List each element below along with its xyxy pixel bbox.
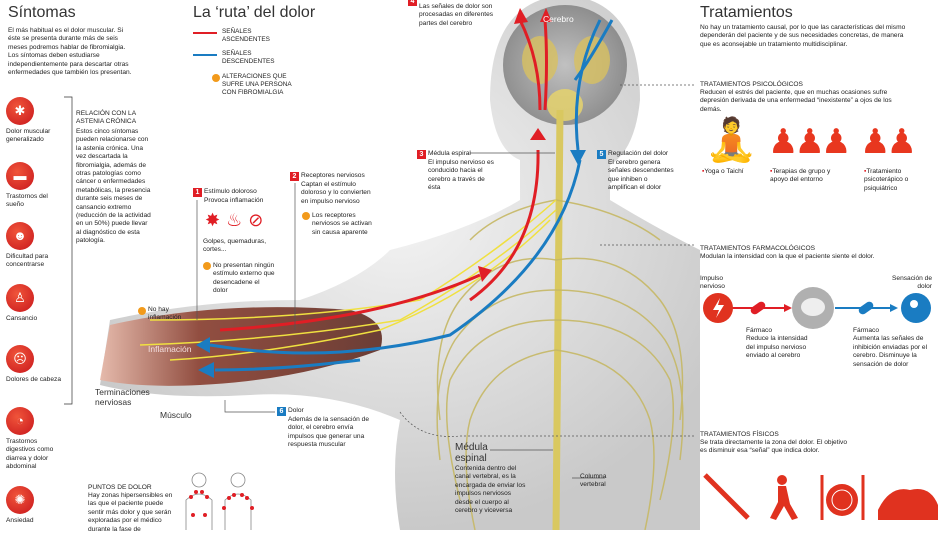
psych-text: Reducen el estrés del paciente, que en m… — [700, 89, 892, 113]
treatments-title: Tratamientos — [700, 4, 793, 21]
no-inflammation: No hay inflamación — [148, 306, 182, 322]
symptom-item: ◔Trastornos digestivos como diarrea y do… — [6, 407, 61, 472]
label-spinal-cord: Médula espinal — [455, 442, 488, 464]
spinal-cord-text: Contenida dentro del canal vertebral, es… — [455, 465, 526, 515]
pill-icon — [858, 301, 874, 315]
stomach-icon: ◔ — [6, 407, 34, 435]
label-spine: Columna vertebral — [580, 473, 607, 489]
physical-icons — [703, 473, 938, 520]
pill-icon — [750, 301, 766, 315]
head-stress-icon: ☻ — [6, 222, 34, 250]
flow-end-label: Sensación de dolor — [892, 275, 932, 291]
symptom-item: ☹Dolores de cabeza — [6, 345, 61, 384]
yoga-icon: 🧘 — [705, 116, 758, 163]
alteration-dot — [302, 212, 310, 220]
alteration-dot — [138, 307, 146, 315]
pharma-text: Modulan la intensidad con la que el paci… — [700, 253, 875, 260]
psych-item: ▪Yoga o Taichí — [702, 168, 744, 175]
tired-person-icon: ♙ — [6, 284, 34, 312]
group-therapy-icon: ♟♟♟ — [768, 123, 851, 161]
headache-icon: ☹ — [6, 345, 34, 373]
body-silhouette — [100, 0, 700, 530]
spinal-cord — [139, 109, 684, 530]
label-muscle: Músculo — [160, 410, 192, 420]
stimulus-icons: ✸♨⊘ — [205, 210, 269, 231]
psych-item: ▪Terapias de grupo y apoyo del entorno — [770, 168, 831, 184]
astenia-text: Estos cinco síntomas pueden relacionarse… — [76, 128, 151, 245]
syringe-icon — [703, 473, 750, 520]
symptoms-intro: El más habitual es el dolor muscular. Si… — [8, 27, 132, 77]
pain-points-text: Hay zonas hipersensibles en las que el p… — [88, 492, 173, 533]
diet-plate-icon — [820, 475, 865, 520]
astenia-title: RELACIÓN CON LA ASTENIA CRÓNICA — [76, 110, 137, 126]
label-nerve-endings: Terminaciones nerviosas — [95, 387, 150, 407]
anxiety-icon: ✺ — [6, 486, 34, 514]
psychotherapy-icon: ♟♟ — [860, 123, 917, 161]
psych-title: TRATAMIENTOS PSICOLÓGICOS — [700, 81, 803, 88]
symptom-item: ☻Dificultad para concentrarse — [6, 222, 61, 270]
route-title: La ‘ruta’ del dolor — [193, 4, 316, 21]
pharma-flow — [703, 287, 931, 329]
bed-icon: ▬ — [6, 162, 34, 190]
muscle-pain-icon: ✱ — [6, 97, 34, 125]
physical-title: TRATAMIENTOS FÍSICOS — [700, 431, 779, 438]
leader-lines — [64, 84, 695, 479]
symptoms-title: Síntomas — [8, 4, 76, 21]
cut-icon: ⊘ — [248, 210, 270, 230]
descending-arrows — [209, 19, 614, 372]
step-2-alteration: Los receptores nerviosos se activan sin … — [312, 212, 372, 236]
step-1-alteration: No presentan ningún estímulo externo que… — [213, 262, 275, 295]
symptom-item: ▬Trastornos del sueño — [6, 162, 61, 210]
pain-sensation-icon — [901, 293, 931, 323]
blow-icon: ✸ — [205, 210, 227, 230]
pain-points-title: PUNTOS DE DOLOR — [88, 484, 152, 491]
stimulus-caption: Golpes, quemaduras, cortes... — [203, 238, 267, 254]
ascending-arrows — [219, 19, 548, 332]
pain-points-figures — [185, 472, 254, 530]
flow-start-label: Impulso nervioso — [700, 275, 725, 291]
brain — [503, 5, 627, 125]
fire-icon: ♨ — [226, 210, 249, 230]
physical-text: Se trata directamente la zona del dolor.… — [700, 439, 847, 455]
symptom-item: ♙Cansancio — [6, 284, 61, 323]
symptom-item: ✱Dolor muscular generalizado — [6, 97, 61, 145]
alteration-dot — [203, 262, 211, 270]
symptom-item: ✺Ansiedad — [6, 486, 61, 525]
psych-item: ▪Tratamiento psicoterápico o psiquiátric… — [864, 168, 909, 192]
pharma-title: TRATAMIENTOS FARMACOLÓGICOS — [700, 245, 816, 252]
running-icon — [770, 475, 798, 520]
massage-icon — [878, 489, 938, 520]
treatments-intro: No hay un tratamiento causal, por lo que… — [700, 24, 906, 48]
label-brain: Cerebro — [543, 14, 574, 24]
label-inflammation: Inflamación — [148, 344, 192, 354]
